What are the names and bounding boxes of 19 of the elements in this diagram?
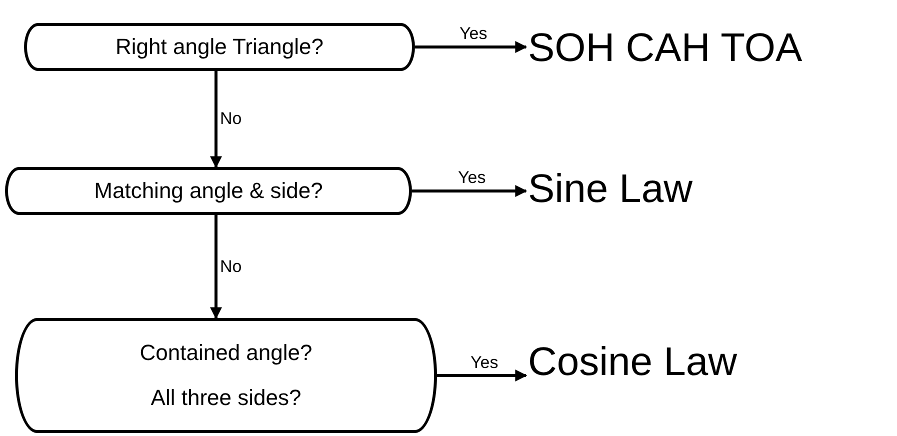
result-text: Sine Law bbox=[528, 169, 693, 209]
edge-label: No bbox=[220, 110, 242, 127]
arrow bbox=[210, 215, 222, 320]
arrow bbox=[210, 71, 222, 168]
question-text: Right angle Triangle? bbox=[116, 34, 324, 60]
edge-label: Yes bbox=[470, 354, 498, 370]
edge-label: No bbox=[220, 258, 242, 274]
result-text: SOH CAH TOA bbox=[528, 28, 802, 68]
decision-box bbox=[5, 167, 412, 215]
question-text: Matching angle & side? bbox=[94, 178, 323, 204]
edge-label: Yes bbox=[458, 169, 486, 186]
decision-box bbox=[24, 23, 415, 71]
question-text: All three sides? bbox=[150, 386, 302, 410]
decision-box bbox=[15, 318, 437, 433]
edge-label: Yes bbox=[460, 25, 488, 42]
result-text: Cosine Law bbox=[528, 342, 738, 382]
question-text: Contained angle? bbox=[140, 341, 312, 366]
arrow bbox=[412, 185, 528, 197]
arrow bbox=[415, 41, 528, 53]
